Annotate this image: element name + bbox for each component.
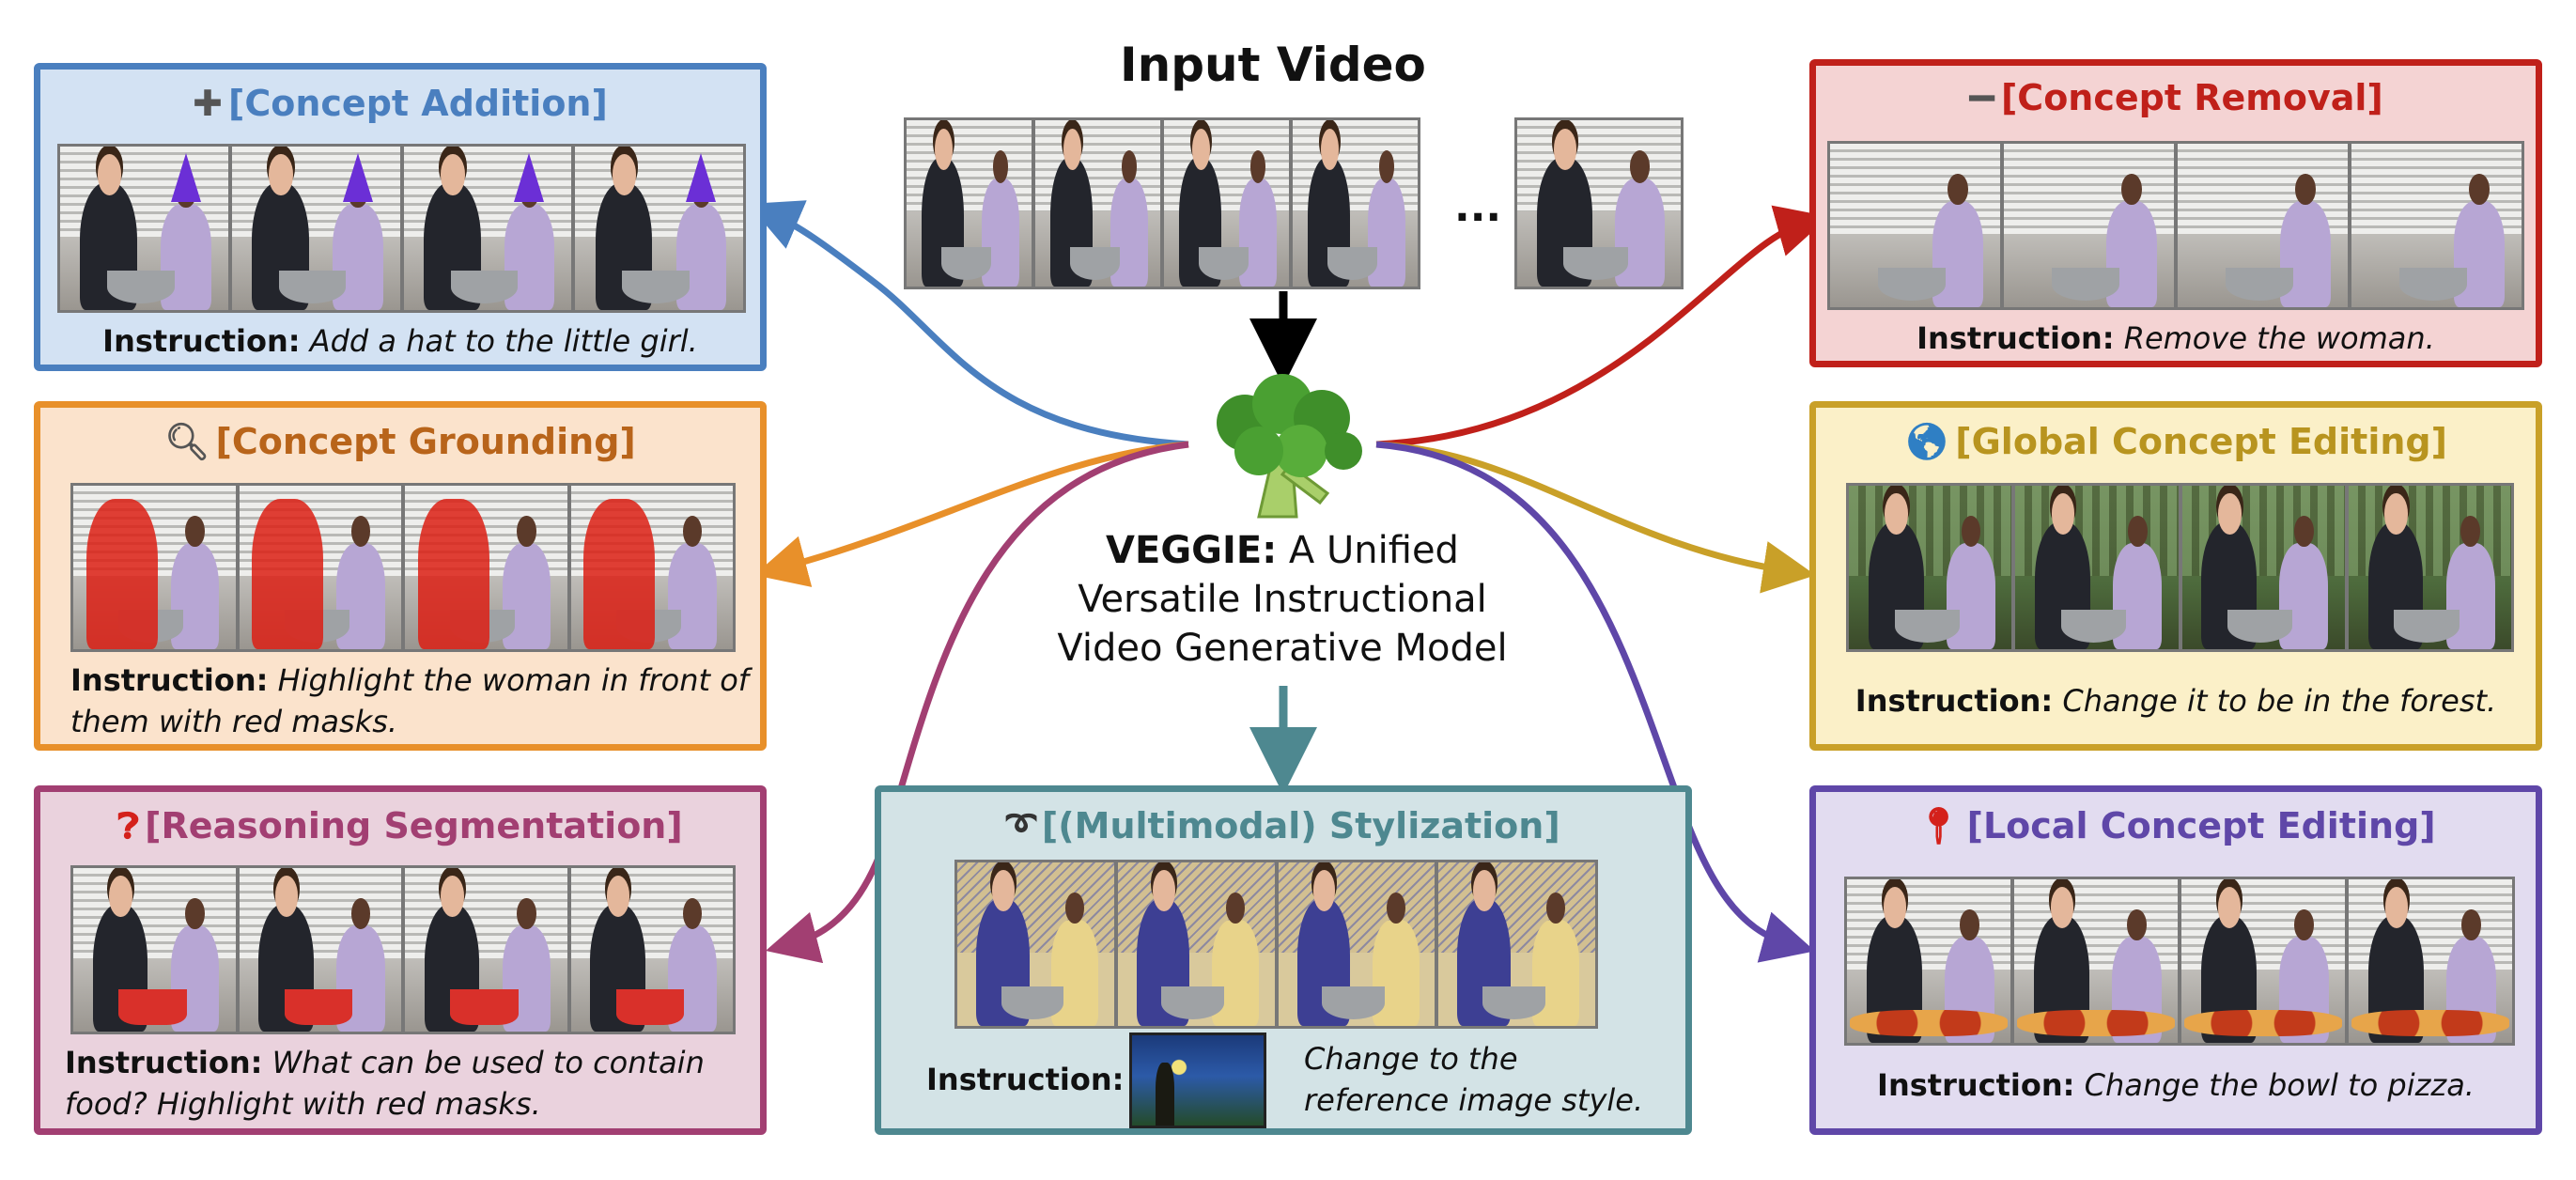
arrow-to-reasoning-segmentation [765, 441, 1189, 964]
pin-icon: 📍︎ [1916, 805, 1962, 846]
instruction: Instruction: Change the bowl to pizza. [1877, 1067, 2475, 1103]
panel-title: ➖︎[Concept Removal] [1968, 77, 2383, 118]
panel-stylization: ➰︎[(Multimodal) Stylization] Instruction… [875, 785, 1692, 1135]
panel-concept-grounding: 🔍︎[Concept Grounding] Instruction: Highl… [34, 401, 767, 751]
panel-title: 🌎︎[Global Concept Editing] [1904, 421, 2447, 462]
panel-title: ❓︎[Reasoning Segmentation] [117, 805, 683, 846]
minus-icon: ➖︎ [1968, 77, 1995, 118]
input-video-strip [904, 117, 1420, 289]
panel-concept-addition: ✚[Concept Addition] Instruction: Add a h… [34, 63, 767, 371]
instruction: Change to the reference image style. [1304, 1041, 1644, 1118]
video-frame [907, 120, 1032, 287]
arrow-to-concept-addition [748, 200, 1189, 448]
magnifier-icon: 🔍︎ [164, 421, 210, 462]
model-name: VEGGIE: [1106, 529, 1278, 572]
arrow-to-concept-removal [1375, 205, 1829, 448]
model-text-2: Versatile Instructional [1078, 578, 1487, 621]
panel-title: ✚[Concept Addition] [193, 83, 608, 124]
video-strip [1846, 483, 2514, 652]
panel-title: ➰︎[(Multimodal) Stylization] [1006, 805, 1560, 846]
input-video-title: Input Video [1120, 38, 1426, 92]
model-description: VEGGIE: A Unified Versatile Instructiona… [1052, 526, 1513, 673]
broccoli-icon [1217, 374, 1362, 519]
globe-icon: 🌎︎ [1904, 421, 1950, 462]
question-icon: ❓︎ [117, 805, 140, 846]
input-video-last-frame [1514, 117, 1684, 289]
panel-title: 🔍︎[Concept Grounding] [164, 421, 636, 462]
plus-icon: ✚ [193, 83, 223, 124]
arrow-to-local-editing [1375, 441, 1816, 963]
arrow-to-concept-grounding [753, 441, 1189, 587]
reference-style-image [1129, 1032, 1266, 1128]
ellipsis: ... [1454, 183, 1502, 231]
panel-concept-removal: ➖︎[Concept Removal] Instruction: Remove … [1809, 59, 2542, 367]
video-frame [1517, 120, 1681, 287]
panel-local-concept-editing: 📍︎[Local Concept Editing] Instruction: C… [1809, 785, 2542, 1135]
video-strip [954, 860, 1598, 1029]
video-frame [1035, 120, 1160, 287]
curl-icon: ➰︎ [1006, 805, 1036, 846]
instruction: Instruction: Remove the woman. [1916, 320, 2435, 356]
panel-global-concept-editing: 🌎︎[Global Concept Editing] Instruction: … [1809, 401, 2542, 751]
video-strip [70, 483, 736, 652]
model-text-3: Video Generative Model [1057, 627, 1508, 670]
model-text-1: A Unified [1288, 529, 1459, 572]
video-frame [1293, 120, 1418, 287]
video-frame [1164, 120, 1289, 287]
instruction: Instruction: Add a hat to the little gir… [102, 323, 698, 359]
video-strip [70, 865, 736, 1034]
video-strip [57, 144, 746, 313]
video-strip [1827, 141, 2524, 310]
panel-title: 📍︎[Local Concept Editing] [1916, 805, 2436, 846]
video-strip [1844, 877, 2515, 1046]
instruction: Instruction: Highlight the woman in fron… [70, 662, 750, 739]
instruction: Instruction: Change it to be in the fore… [1854, 683, 2497, 719]
panel-reasoning-segmentation: ❓︎[Reasoning Segmentation] Instruction: … [34, 785, 767, 1135]
instruction-label: Instruction: [926, 1062, 1125, 1097]
instruction: Instruction: What can be used to contain… [65, 1045, 705, 1122]
